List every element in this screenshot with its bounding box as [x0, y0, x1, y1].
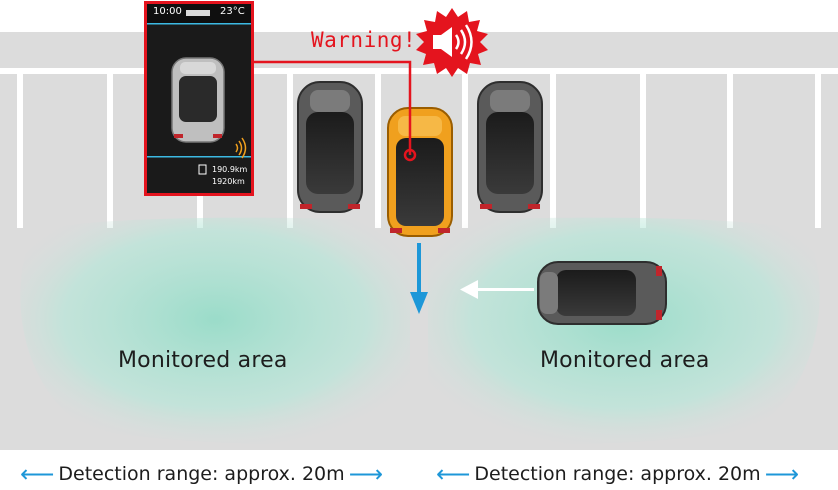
display-distance-1: 190.9km — [212, 165, 248, 174]
right-arrow-icon: ⟶ — [348, 460, 384, 488]
display-time: 10:00 — [153, 6, 182, 17]
display-temperature: 23°C — [220, 6, 245, 17]
detection-range-left: ⟵ Detection range: approx. 20m ⟶ — [20, 461, 383, 487]
sensor-point — [403, 148, 417, 162]
display-distance-2: 1920km — [212, 177, 245, 186]
down-arrow-icon — [410, 243, 428, 314]
monitored-area-right-label: Monitored area — [540, 348, 710, 373]
right-arrow-icon: ⟶ — [764, 460, 800, 488]
parked-car-right — [477, 81, 543, 213]
warning-connector — [253, 60, 412, 155]
monitored-area-left-label: Monitored area — [118, 348, 288, 373]
speaker-warning-icon — [416, 8, 488, 77]
parked-car-left — [297, 81, 363, 213]
approach-arrow-icon — [460, 280, 534, 299]
monitored-zone-left — [20, 217, 411, 445]
dashboard-display — [144, 1, 254, 196]
sensor-waves-icon — [235, 137, 247, 159]
reversing-car — [387, 107, 453, 237]
left-arrow-icon: ⟵ — [20, 460, 55, 488]
monitored-zone-right — [428, 217, 820, 445]
detection-range-right: ⟵ Detection range: approx. 20m ⟶ — [436, 461, 799, 487]
left-arrow-icon: ⟵ — [436, 460, 471, 488]
detection-range-right-label: Detection range: approx. 20m — [474, 463, 761, 485]
warning-label: Warning! — [311, 28, 417, 52]
range-band — [0, 450, 838, 490]
approaching-car — [537, 261, 667, 325]
detection-range-left-label: Detection range: approx. 20m — [58, 463, 345, 485]
